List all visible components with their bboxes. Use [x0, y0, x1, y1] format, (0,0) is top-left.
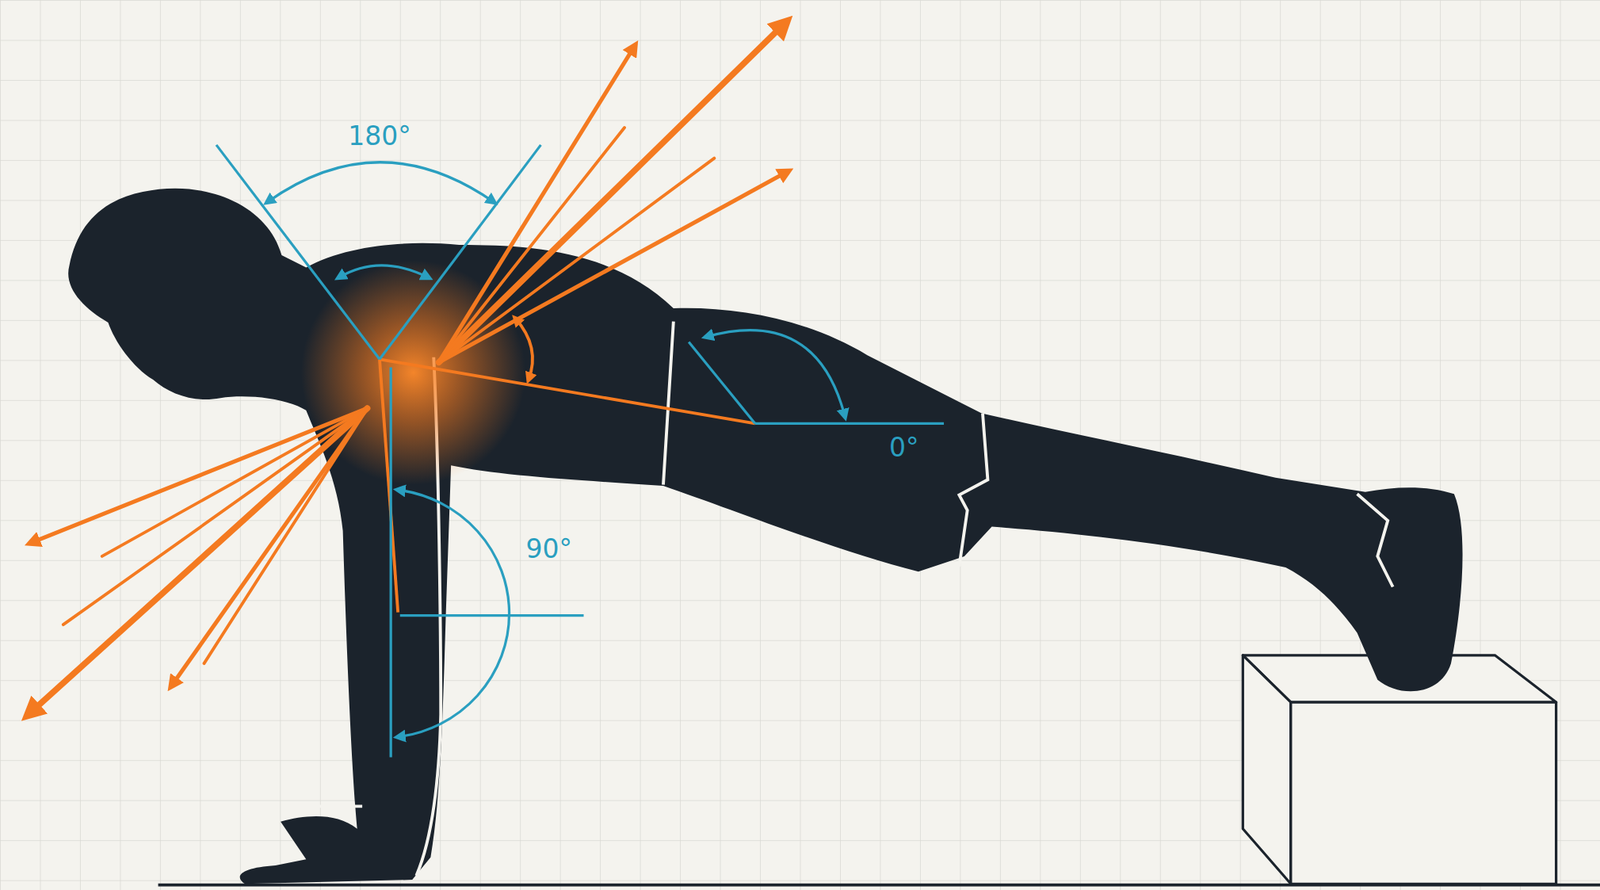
angle-arc: [706, 330, 845, 417]
angle-label: 180°: [347, 120, 412, 152]
hand-detail: [305, 804, 363, 808]
force-ray: [204, 408, 368, 664]
angle-guide: [216, 145, 380, 359]
angle-arc: [267, 162, 494, 203]
arm-line: [379, 358, 398, 612]
angle-guide: [400, 614, 585, 617]
angle-arc: [515, 318, 533, 380]
shoe-detail: [1357, 493, 1394, 587]
shorts-edge: [663, 321, 674, 485]
torso-line: [379, 358, 756, 424]
force-arrow: [439, 22, 787, 363]
angle-arc: [338, 265, 428, 278]
angle-label: 90°: [525, 532, 573, 564]
force-arrow: [439, 45, 635, 363]
force-ray: [439, 226, 524, 363]
force-ray: [439, 158, 715, 363]
shorts-hem: [958, 413, 988, 567]
person-silhouette: [68, 188, 1463, 885]
force-arrow: [171, 408, 367, 686]
force-ray: [63, 408, 368, 625]
angle-label: 0°: [889, 431, 920, 463]
angle-arc: [397, 489, 509, 737]
box-side: [1242, 655, 1291, 884]
angle-guide: [389, 367, 393, 758]
force-ray: [102, 408, 368, 557]
force-arrow: [28, 408, 367, 715]
angle-guide: [755, 422, 944, 425]
angle-guide: [379, 145, 541, 359]
angle-guide: [688, 341, 756, 424]
box-front: [1290, 702, 1557, 884]
force-arrow: [30, 408, 368, 543]
